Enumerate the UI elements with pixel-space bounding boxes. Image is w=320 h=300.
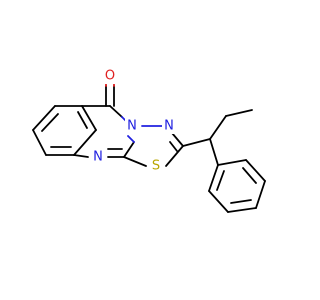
- bond-c4-nbridge: [109, 105, 123, 118]
- bond-nring-c2-inner: [169, 141, 178, 152]
- bond-c2-ch: [182, 138, 211, 147]
- bond-ph-6-inner: [216, 170, 225, 191]
- structure-canvas: O N N N S: [32, 68, 266, 213]
- pyrimidine-nitrogen-atom: N: [91, 149, 105, 165]
- bond-ch2-ch3: [225, 109, 253, 117]
- bond-ph-1: [217, 159, 247, 166]
- bond-ph-6: [208, 164, 219, 192]
- molecule-drawing: O N N N S: [32, 68, 266, 213]
- bond-ch-ch2: [209, 115, 227, 140]
- bond-benzo-2: [32, 105, 56, 131]
- bond-s-c9a: [123, 156, 147, 167]
- bonds: [32, 82, 266, 213]
- bond-ph-2: [245, 159, 266, 182]
- bond-benzo-2-inner: [41, 113, 59, 132]
- bond-ph-4-inner: [230, 199, 252, 204]
- sulfur-atom: S: [149, 158, 163, 174]
- bond-ph-5: [208, 190, 229, 213]
- sulfur-label: S: [152, 159, 160, 174]
- oxygen-atom: O: [103, 68, 117, 84]
- atom-labels: O N N N S: [91, 68, 176, 174]
- bond-ch-ph: [209, 138, 219, 166]
- pyrimidine-nitrogen-label: N: [93, 150, 103, 165]
- bond-ph-2-inner: [242, 167, 257, 184]
- bond-benzo-5: [73, 129, 97, 156]
- bond-nbridge-c9a-c: [123, 141, 135, 158]
- bridgehead-nitrogen-atom: N: [125, 118, 139, 134]
- bridgehead-nitrogen-label: N: [127, 119, 137, 134]
- bond-benzo-3: [32, 129, 47, 156]
- oxygen-label: O: [105, 69, 115, 84]
- bond-nbridge-c9a-n: [127, 135, 135, 143]
- bond-ph-3: [255, 180, 266, 209]
- bond-ph-4: [227, 207, 257, 213]
- bond-c2-s: [165, 145, 184, 167]
- bond-benzo-6-inner: [77, 111, 88, 129]
- bond-n10-c8a: [73, 154, 89, 158]
- bond-benzo-6: [81, 105, 97, 131]
- ring-nitrogen-atom: N: [162, 118, 176, 134]
- ring-nitrogen-label: N: [164, 119, 174, 134]
- bond-nring-c2: [171, 132, 184, 147]
